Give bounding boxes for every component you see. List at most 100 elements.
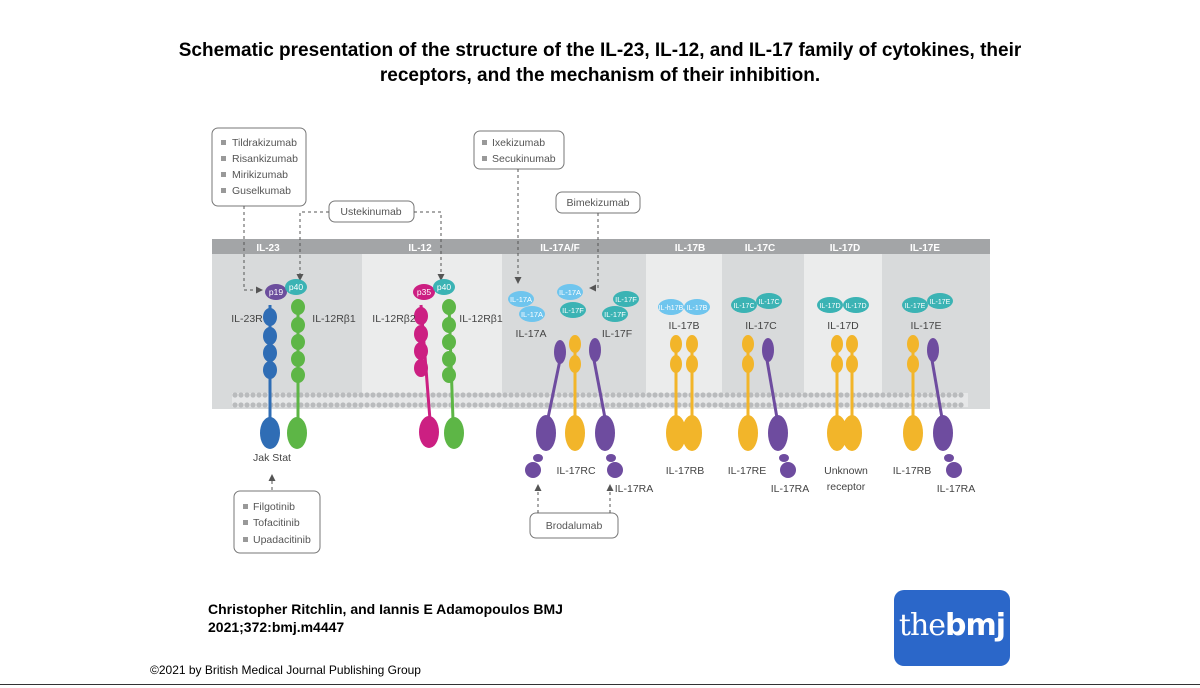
- lipid-head: [238, 402, 244, 408]
- lipid-head: [592, 392, 598, 398]
- lipid-head: [544, 402, 550, 408]
- lipid-head: [406, 392, 412, 398]
- ligand-il17d-1: IL-17D: [819, 303, 840, 310]
- lipid-head: [250, 402, 256, 408]
- lipid-head: [412, 392, 418, 398]
- lipid-head: [298, 392, 304, 398]
- lipid-head: [544, 392, 550, 398]
- lipid-head: [496, 392, 502, 398]
- family-il23: IL-23: [256, 243, 280, 254]
- brodalumab-box: Brodalumab: [529, 512, 619, 539]
- lipid-head: [418, 392, 424, 398]
- lipid-head: [454, 392, 460, 398]
- lipid-head: [286, 392, 292, 398]
- lipid-head: [622, 402, 628, 408]
- drug-filgotinib: Filgotinib: [253, 501, 295, 513]
- lipid-head: [562, 392, 568, 398]
- bimekizumab-box: Bimekizumab: [555, 191, 641, 214]
- lipid-head: [904, 402, 910, 408]
- lipid-head: [646, 402, 652, 408]
- label-il12rb1-b: IL-12Rβ1: [459, 313, 503, 325]
- lipid-head: [742, 402, 748, 408]
- il17b-complex: IL-h17B IL-17B IL-17B IL-17RB: [658, 299, 710, 477]
- lipid-head: [334, 402, 340, 408]
- lipid-head: [352, 402, 358, 408]
- lipid-head: [778, 392, 784, 398]
- lipid-head: [736, 402, 742, 408]
- lipid-head: [928, 402, 934, 408]
- title-line-2: receptors, and the mechanism of their in…: [379, 65, 821, 86]
- lipid-head: [316, 392, 322, 398]
- lipid-head: [658, 392, 664, 398]
- lipid-head: [826, 402, 832, 408]
- lipid-head: [826, 392, 832, 398]
- lipid-head: [490, 402, 496, 408]
- lipid-head: [322, 402, 328, 408]
- lipid-head: [328, 392, 334, 398]
- lipid-head: [292, 392, 298, 398]
- lipid-head: [520, 392, 526, 398]
- drug-tofacitinib: Tofacitinib: [253, 517, 300, 529]
- lipid-head: [748, 402, 754, 408]
- lipid-head: [658, 402, 664, 408]
- lipid-head: [706, 392, 712, 398]
- lipid-head: [334, 392, 340, 398]
- lipid-head: [682, 392, 688, 398]
- lipid-head: [940, 402, 946, 408]
- lipid-head: [586, 402, 592, 408]
- lipid-head: [700, 402, 706, 408]
- label-il17ra-c: IL-17RA: [937, 483, 976, 495]
- lipid-head: [802, 402, 808, 408]
- subunit-p19: p19: [269, 287, 283, 297]
- lipid-head: [568, 402, 574, 408]
- lipid-head: [538, 402, 544, 408]
- jak-inhibitor-box: Filgotinib Tofacitinib Upadacitinib: [233, 490, 321, 554]
- lipid-head: [298, 402, 304, 408]
- lipid-head: [520, 402, 526, 408]
- lipid-head: [388, 392, 394, 398]
- lipid-head: [304, 402, 310, 408]
- lipid-head: [844, 392, 850, 398]
- lipid-head: [370, 402, 376, 408]
- bmj-logo: thebmj: [894, 590, 1010, 666]
- lipid-head: [784, 392, 790, 398]
- lipid-head: [472, 402, 478, 408]
- lipid-head: [898, 392, 904, 398]
- lipid-head: [364, 402, 370, 408]
- lipid-head: [682, 402, 688, 408]
- lipid-head: [856, 402, 862, 408]
- family-il17d: IL-17D: [830, 243, 861, 254]
- lipid-head: [262, 402, 268, 408]
- lipid-head: [556, 392, 562, 398]
- lipid-head: [532, 392, 538, 398]
- lipid-head: [568, 392, 574, 398]
- lipid-head: [256, 402, 262, 408]
- lipid-head: [256, 392, 262, 398]
- ligand-il17c-1: IL-17C: [733, 303, 754, 310]
- lipid-head: [922, 402, 928, 408]
- ligand-il17a-1: IL-17A: [510, 295, 532, 304]
- label-il17a: IL-17A: [516, 328, 547, 340]
- subunit-p40-b: p40: [437, 282, 451, 292]
- bottom-divider: [0, 684, 1200, 685]
- lipid-head: [376, 402, 382, 408]
- lipid-head: [472, 392, 478, 398]
- lipid-head: [952, 392, 958, 398]
- lipid-head: [514, 402, 520, 408]
- lipid-head: [310, 402, 316, 408]
- lipid-head: [280, 392, 286, 398]
- label-il17ra-a: IL-17RA: [615, 483, 654, 495]
- lipid-head: [460, 392, 466, 398]
- lipid-head: [886, 402, 892, 408]
- drug-tildrakizumab: Tildrakizumab: [232, 137, 297, 149]
- lipid-head: [760, 392, 766, 398]
- lipid-head: [346, 392, 352, 398]
- drug-ixekizumab: Ixekizumab: [492, 137, 545, 149]
- lipid-head: [958, 392, 964, 398]
- il17d-complex: IL-17D IL-17D IL-17D Unknown receptor: [817, 297, 869, 493]
- lipid-head: [490, 392, 496, 398]
- label-il12rb2: IL-12Rβ2: [372, 313, 416, 325]
- lipid-head: [874, 402, 880, 408]
- lipid-head: [340, 402, 346, 408]
- lipid-head: [958, 402, 964, 408]
